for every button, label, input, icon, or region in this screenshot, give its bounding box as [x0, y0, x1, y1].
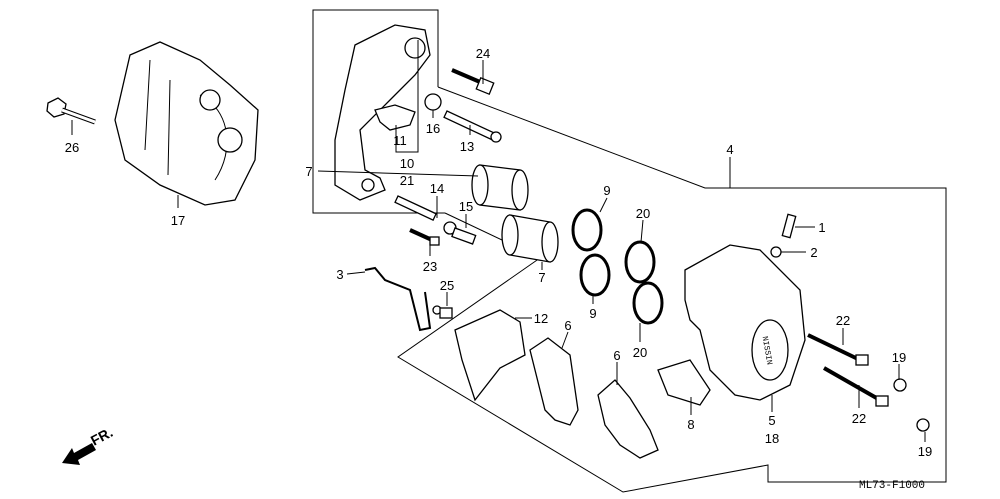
part-19-cap-upper[interactable] — [893, 378, 907, 392]
callout-14: 14 — [430, 181, 444, 196]
part-26-bolt[interactable] — [46, 97, 96, 125]
leader-lines — [71, 40, 926, 442]
part-10-caliper-bracket[interactable] — [334, 24, 431, 201]
callout-21: 21 — [400, 173, 414, 188]
part-7-piston-lower[interactable] — [501, 214, 559, 263]
callout-1: 1 — [818, 220, 825, 235]
callout-6-a: 6 — [564, 318, 571, 333]
callout-8: 8 — [687, 417, 694, 432]
assembly-outline — [397, 86, 947, 493]
part-11-pad-spring[interactable] — [374, 104, 416, 131]
callout-11: 11 — [393, 133, 407, 148]
part-9-seal-upper[interactable] — [571, 208, 603, 252]
part-23-bolt[interactable] — [409, 228, 440, 246]
callout-13: 13 — [460, 139, 474, 154]
part-22-pin-lower[interactable] — [823, 366, 889, 407]
part-25-bolt[interactable] — [432, 305, 453, 319]
callout-18: 18 — [765, 431, 779, 446]
callout-20-lower: 20 — [633, 345, 647, 360]
callout-6-b: 6 — [613, 348, 620, 363]
part-17-caliper-assembly[interactable] — [114, 41, 259, 206]
part-1-bleeder[interactable] — [781, 213, 797, 239]
callout-5: 5 — [768, 413, 775, 428]
callout-22-lower: 22 — [852, 411, 866, 426]
part-19-cap-lower[interactable] — [916, 418, 930, 432]
part-24-bolt[interactable] — [451, 68, 495, 96]
part-20-seal-upper[interactable] — [624, 240, 656, 284]
part-12-pad-shim[interactable] — [454, 309, 526, 402]
callout-7-upper: 7 — [305, 164, 312, 179]
part-2-cap[interactable] — [770, 246, 782, 258]
callout-23: 23 — [423, 259, 437, 274]
front-direction-arrow-icon — [62, 443, 96, 465]
part-5-caliper-body[interactable]: NISSIN — [684, 244, 806, 401]
callout-9-upper: 9 — [603, 183, 610, 198]
part-22-pin-upper[interactable] — [807, 333, 869, 366]
diagram-code: ML73-F1000 — [859, 480, 925, 492]
part-8-pad-shim[interactable] — [657, 359, 711, 406]
callout-10: 10 — [400, 156, 414, 171]
part-16-boot[interactable] — [424, 93, 442, 111]
part-6-brake-pad-a[interactable] — [529, 337, 579, 426]
callout-19-lower: 19 — [918, 444, 932, 459]
part-20-seal-lower[interactable] — [632, 281, 664, 325]
callout-9-lower: 9 — [589, 306, 596, 321]
callout-16: 16 — [426, 121, 440, 136]
callout-25: 25 — [440, 278, 454, 293]
part-9-seal-lower[interactable] — [579, 253, 611, 297]
callout-19-upper: 19 — [892, 350, 906, 365]
callout-7-lower: 7 — [538, 270, 545, 285]
callout-3: 3 — [336, 267, 343, 282]
part-7-piston-upper[interactable] — [471, 164, 529, 211]
callout-15: 15 — [459, 199, 473, 214]
part-14-pin[interactable] — [394, 195, 437, 221]
callout-12: 12 — [534, 311, 548, 326]
callout-17: 17 — [171, 213, 185, 228]
callout-26: 26 — [65, 140, 79, 155]
callout-20-upper: 20 — [636, 206, 650, 221]
part-15-bolt[interactable] — [443, 221, 477, 245]
bracket-group-outline — [312, 9, 445, 214]
callout-24: 24 — [476, 46, 490, 61]
part-13-pin[interactable] — [443, 110, 502, 143]
callout-2: 2 — [810, 245, 817, 260]
part-3-pad-spring[interactable] — [364, 266, 432, 332]
callout-22-upper: 22 — [836, 313, 850, 328]
part-6-brake-pad-b[interactable] — [597, 379, 659, 459]
callout-4: 4 — [726, 142, 733, 157]
